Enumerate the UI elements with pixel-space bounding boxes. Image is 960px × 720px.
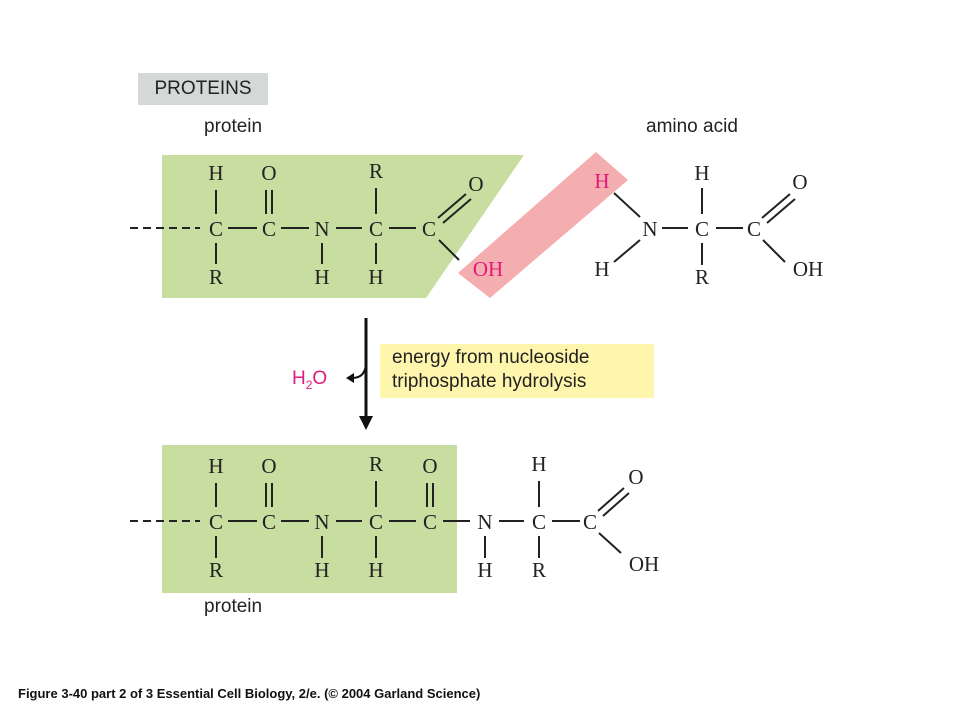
atom-b-R-down2: R	[532, 558, 546, 582]
atom-top-alpha-C1: C	[209, 217, 223, 241]
atom-top-carbonyl-O: O	[261, 161, 276, 185]
atom-top-alpha-R-up: R	[369, 159, 383, 183]
section-title: PROTEINS	[138, 73, 268, 105]
atom-b-carbonyl-C2: C	[423, 510, 437, 534]
condensation-region	[458, 152, 628, 298]
figure-caption: Figure 3-40 part 2 of 3 Essential Cell B…	[18, 686, 481, 701]
atom-aa-N: N	[642, 217, 657, 241]
atom-top-hydroxyl: OH	[473, 257, 503, 281]
top-protein-label: protein	[204, 116, 263, 137]
atom-b-new-alpha-H: H	[531, 452, 546, 476]
atom-aa-carboxyl-C: C	[747, 217, 761, 241]
atom-b-N1-H: H	[314, 558, 329, 582]
atom-top-N-H: H	[314, 265, 329, 289]
atom-top-N: N	[314, 217, 329, 241]
atom-b-carboxyl-C: C	[583, 510, 597, 534]
atom-b-R-down1: R	[209, 558, 223, 582]
atom-b-alpha-C1: C	[209, 510, 223, 534]
atom-top-alpha-R-down: R	[209, 265, 223, 289]
bottom-protein-region	[162, 445, 457, 593]
atom-aa-amino-H: H	[594, 169, 609, 193]
bottom-protein-label: protein	[204, 596, 263, 617]
atom-b-alpha-H2: H	[368, 558, 383, 582]
atom-b-N2: N	[477, 510, 492, 534]
amino-acid-label: amino acid	[646, 116, 738, 137]
reaction-arrow	[346, 318, 373, 430]
atom-b-alpha-C3: C	[532, 510, 546, 534]
atom-b-alpha-H: H	[208, 454, 223, 478]
atom-b-R-up: R	[369, 452, 383, 476]
atom-top-alpha-H: H	[208, 161, 223, 185]
atom-b-terminal-O: O	[628, 465, 643, 489]
energy-line-2: triphosphate hydrolysis	[392, 371, 587, 392]
atom-aa-alpha-C: C	[695, 217, 709, 241]
atom-aa-amino-H2: H	[594, 257, 609, 281]
atom-b-carbonyl-O1: O	[261, 454, 276, 478]
water-label: H2O	[292, 368, 328, 392]
atom-top-alpha-C2: C	[369, 217, 383, 241]
atom-b-carbonyl-C1: C	[262, 510, 276, 534]
atom-b-N2-H: H	[477, 558, 492, 582]
atom-aa-hydroxyl: OH	[793, 257, 823, 281]
atom-b-hydroxyl: OH	[629, 552, 659, 576]
atom-b-alpha-C2: C	[369, 510, 383, 534]
top-bonds	[130, 188, 796, 265]
atom-b-N1: N	[314, 510, 329, 534]
atom-aa-carbonyl-O: O	[792, 170, 807, 194]
top-protein-region	[162, 155, 524, 298]
energy-note: energy from nucleoside triphosphate hydr…	[380, 344, 654, 398]
atom-top-carboxyl-C: C	[422, 217, 436, 241]
energy-line-1: energy from nucleoside	[392, 347, 590, 368]
atom-top-carbonyl-C1: C	[262, 217, 276, 241]
bottom-bonds	[130, 481, 630, 558]
atom-b-carbonyl-O2: O	[422, 454, 437, 478]
atom-top-alpha-H2: H	[368, 265, 383, 289]
atom-aa-R: R	[695, 265, 709, 289]
atom-top-terminal-O: O	[468, 172, 483, 196]
atom-aa-alpha-H: H	[694, 161, 709, 185]
